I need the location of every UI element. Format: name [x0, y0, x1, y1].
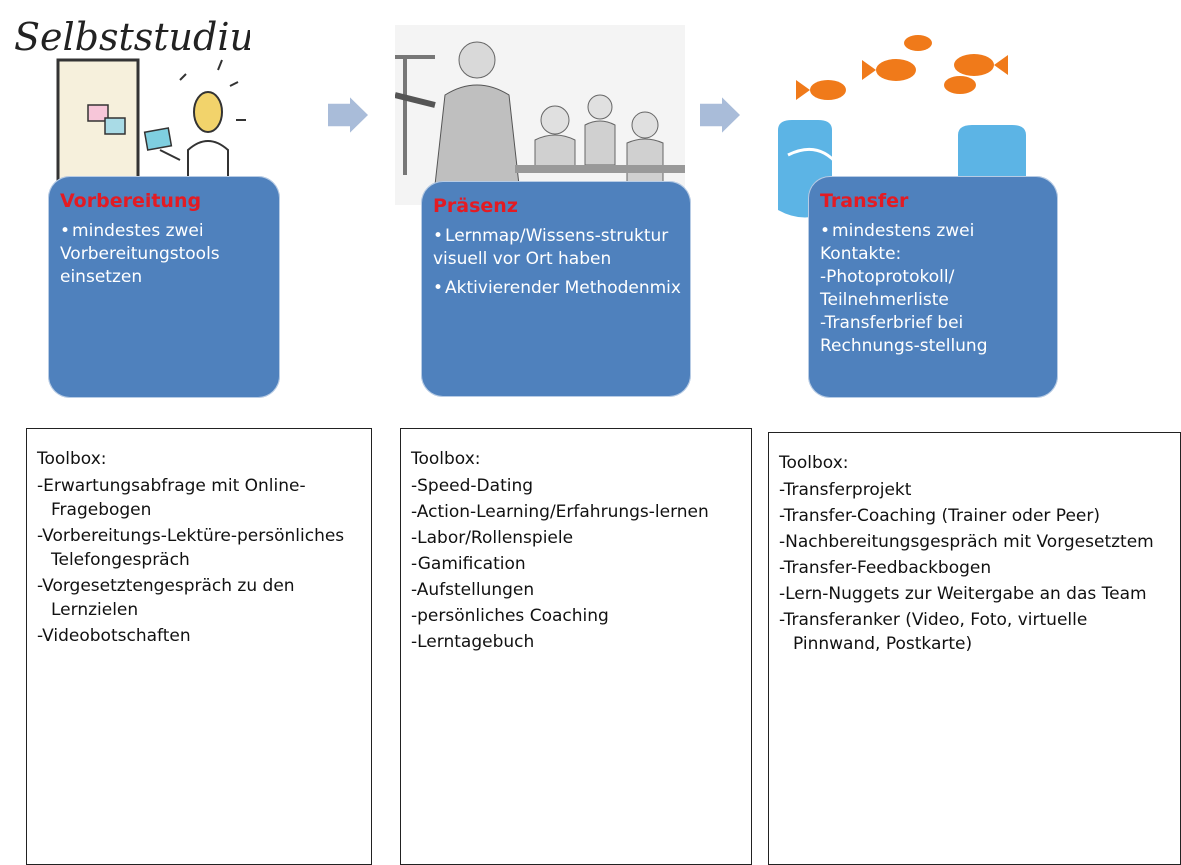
toolbox-item: -Lern-Nuggets zur Weitergabe an das Team: [779, 584, 1147, 604]
stage-transfer: Transfer mindestens zwei Kontakte: -Phot…: [808, 176, 1058, 398]
selbststudium-sketch-icon: Selbststudium: [10, 0, 250, 210]
toolbox-item: -Transfer-Coaching (Trainer oder Peer): [779, 506, 1100, 526]
right-arrow-icon: [328, 95, 368, 139]
toolbox-item: -Gamification: [411, 554, 526, 574]
right-arrow-icon: [700, 95, 740, 139]
stage-bullets: Lernmap/Wissens-struktur visuell vor Ort…: [433, 225, 681, 300]
toolbox-vorbereitung: Toolbox: -Erwartungsabfrage mit Online-F…: [26, 428, 372, 865]
toolbox-item: -Videobotschaften: [37, 626, 191, 646]
stage-praesenz: Präsenz Lernmap/Wissens-struktur visuell…: [421, 181, 691, 397]
stage-bullet: mindestens zwei Kontakte: -Photoprotokol…: [820, 220, 1048, 358]
stage-vorbereitung: Vorbereitung mindestes zwei Vorbereitung…: [48, 176, 280, 398]
toolbox-item: -Nachbereitungsgespräch mit Vorgesetztem: [779, 532, 1154, 552]
stage-title: Transfer: [820, 190, 909, 212]
stage-title: Präsenz: [433, 195, 518, 217]
presentation-photo-icon: [395, 25, 685, 205]
toolbox-list: -Speed-Dating -Action-Learning/Erfahrung…: [411, 474, 741, 654]
toolbox-list: -Transferprojekt -Transfer-Coaching (Tra…: [779, 478, 1170, 656]
toolbox-transfer: Toolbox: -Transferprojekt -Transfer-Coac…: [768, 432, 1181, 865]
toolbox-item: -Vorbereitungs-Lektüre-persönliches Tele…: [37, 526, 345, 570]
toolbox-item: -Transferanker (Video, Foto, virtuelle P…: [779, 610, 1088, 654]
toolbox-title: Toolbox:: [411, 449, 481, 469]
stage-bullet: Aktivierender Methodenmix: [433, 277, 681, 300]
stage-title: Vorbereitung: [60, 190, 202, 212]
toolbox-item: -Vorgesetztengespräch zu den Lernzielen: [37, 576, 295, 620]
stage-bullets: mindestens zwei Kontakte: -Photoprotokol…: [820, 220, 1048, 358]
toolbox-praesenz: Toolbox: -Speed-Dating -Action-Learning/…: [400, 428, 752, 865]
toolbox-item: -Transfer-Feedbackbogen: [779, 558, 992, 578]
toolbox-item: -Lerntagebuch: [411, 632, 535, 652]
toolbox-item: -Aufstellungen: [411, 580, 535, 600]
toolbox-item: -Action-Learning/Erfahrungs-lernen: [411, 502, 709, 522]
stage-bullet: mindestes zwei Vorbereitungstools einset…: [60, 220, 270, 289]
toolbox-item: -persönliches Coaching: [411, 606, 609, 626]
stage-bullet: Lernmap/Wissens-struktur visuell vor Ort…: [433, 225, 681, 271]
toolbox-item: -Erwartungsabfrage mit Online-Fragebogen: [37, 476, 306, 520]
toolbox-item: -Labor/Rollenspiele: [411, 528, 574, 548]
selbststudium-caption: Selbststudium: [14, 15, 250, 59]
toolbox-item: -Transferprojekt: [779, 480, 912, 500]
toolbox-title: Toolbox:: [37, 449, 107, 469]
toolbox-title: Toolbox:: [779, 453, 849, 473]
stage-bullets: mindestes zwei Vorbereitungstools einset…: [60, 220, 270, 289]
toolbox-list: -Erwartungsabfrage mit Online-Fragebogen…: [37, 474, 361, 648]
toolbox-item: -Speed-Dating: [411, 476, 534, 496]
